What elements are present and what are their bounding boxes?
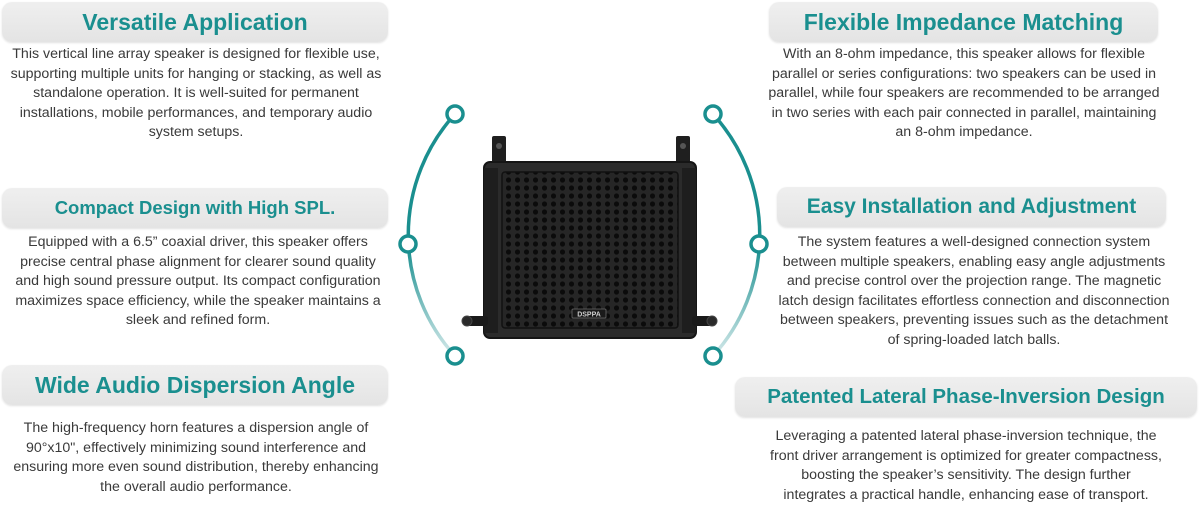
connector-circle-icon	[398, 234, 418, 254]
feature-title-patented-phase-inversion: Patented Lateral Phase-Inversion Design	[735, 377, 1197, 417]
left-arc	[406, 112, 457, 358]
brand-logo: DSPPA	[577, 312, 601, 319]
connector-circle-icon	[445, 104, 465, 124]
speaker-image: DSPPA	[461, 136, 718, 339]
feature-description-wide-dispersion: The high-frequency horn features a dispe…	[13, 420, 379, 495]
speaker-diagram: DSPPA	[398, 104, 769, 366]
feature-title-wide-dispersion: Wide Audio Dispersion Angle	[2, 365, 388, 405]
connector-circle-icon	[749, 234, 769, 254]
connector-circle-icon	[445, 346, 465, 366]
feature-title-compact-design: Compact Design with High SPL.	[2, 188, 388, 228]
feature-description-flexible-impedance: With an 8-ohm impedance, this speaker al…	[768, 46, 1160, 141]
feature-description-compact-design: Equipped with a 6.5” coaxial driver, thi…	[15, 234, 381, 329]
feature-title-flexible-impedance: Flexible Impedance Matching	[769, 2, 1158, 42]
feature-title-versatile-application: Versatile Application	[2, 2, 388, 42]
connector-circle-icon	[703, 346, 723, 366]
feature-title-easy-installation: Easy Installation and Adjustment	[777, 187, 1166, 227]
feature-description-easy-installation: The system features a well-designed conn…	[778, 234, 1170, 348]
feature-description-patented-phase-inversion: Leveraging a patented lateral phase-inve…	[770, 428, 1162, 503]
feature-description-versatile-application: This vertical line array speaker is desi…	[10, 46, 382, 141]
right-arc	[711, 112, 762, 358]
connector-circle-icon	[703, 104, 723, 124]
